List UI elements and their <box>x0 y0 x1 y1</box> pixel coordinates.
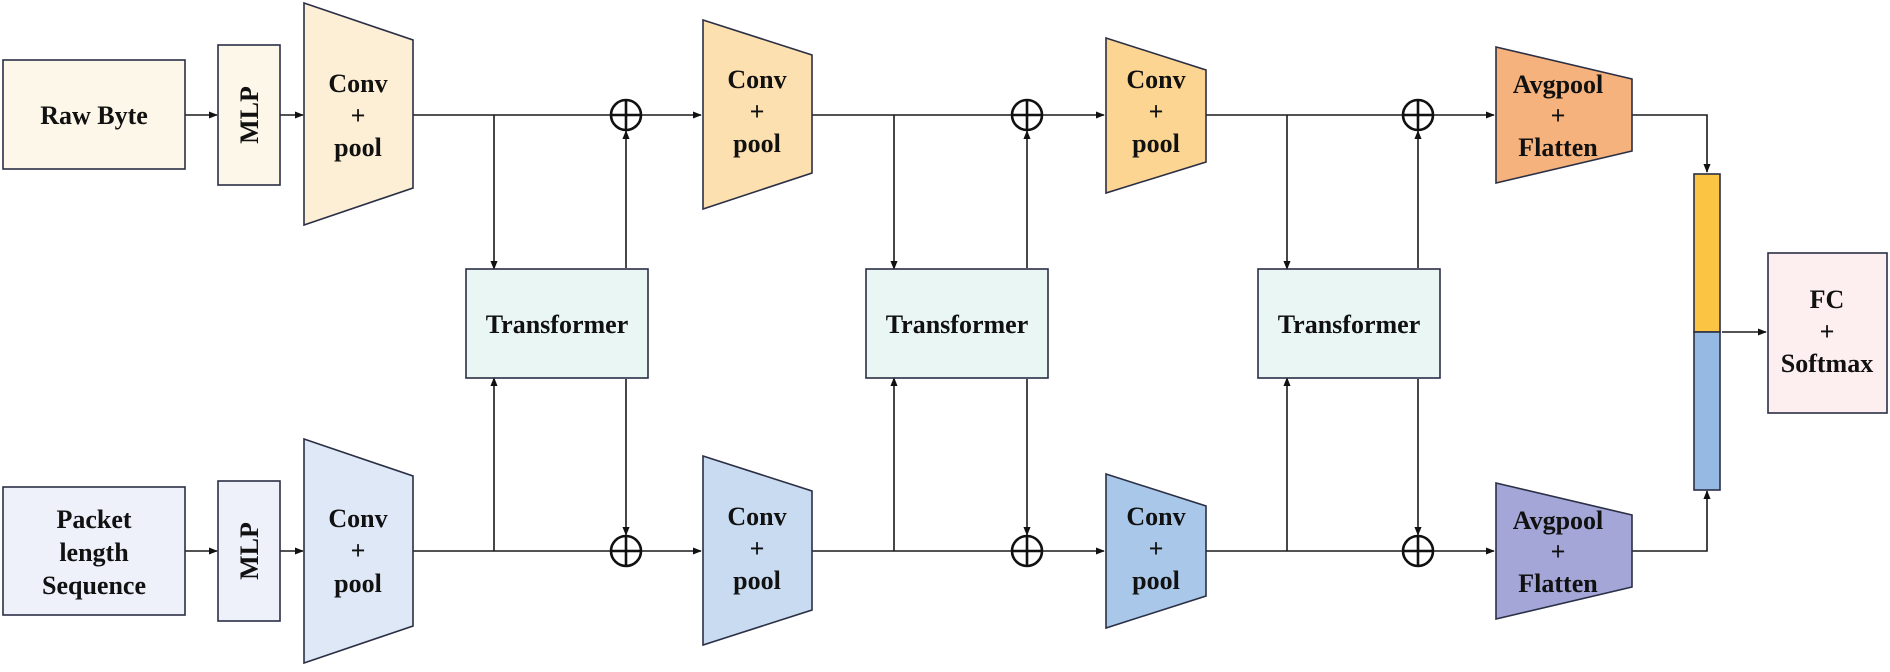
conv-pool-bottom-3: Conv + pool <box>1105 472 1207 630</box>
packet-label-line1: Packet <box>56 505 131 534</box>
concat-bottom-segment <box>1693 331 1721 491</box>
conv-pool-top-3: Conv + pool <box>1105 36 1207 195</box>
transformer-1: Transformer <box>465 268 649 379</box>
fc-label: FC <box>1810 285 1845 314</box>
edge-avgpool-concat-top <box>1632 114 1711 173</box>
pool-label: pool <box>1132 129 1180 158</box>
pool-label: pool <box>733 566 781 595</box>
pool-label: pool <box>733 129 781 158</box>
concat-bar <box>1693 173 1721 491</box>
plus-label: + <box>1551 101 1566 130</box>
transformer-label: Transformer <box>486 310 628 339</box>
transformer-label: Transformer <box>886 310 1028 339</box>
conv-pool-top-1: Conv + pool <box>303 1 414 227</box>
packet-label-line3: Sequence <box>42 571 146 600</box>
conv-label: Conv <box>328 69 387 98</box>
packet-label-line2: length <box>59 538 129 567</box>
pool-label: pool <box>334 133 382 162</box>
edge-avgpool-concat-bottom <box>1632 490 1711 552</box>
conv-pool-bottom-2: Conv + pool <box>702 454 813 647</box>
mlp-top-label: MLP <box>235 86 264 144</box>
raw-byte-label: Raw Byte <box>40 101 148 130</box>
transformer-2: Transformer <box>865 268 1049 379</box>
add-bottom-1 <box>609 534 643 568</box>
conv-label: Conv <box>328 504 387 533</box>
conv-pool-bottom-1: Conv + pool <box>303 437 414 665</box>
avgpool-label: Avgpool <box>1513 70 1604 99</box>
concat-top-segment <box>1693 173 1721 333</box>
plus-label: + <box>1149 534 1164 563</box>
raw-byte-node: Raw Byte <box>2 59 186 170</box>
plus-label: + <box>1820 317 1835 346</box>
mlp-bottom-node: MLP <box>217 480 281 622</box>
conv-pool-top-2: Conv + pool <box>702 18 813 211</box>
transformer-label: Transformer <box>1278 310 1420 339</box>
plus-label: + <box>750 97 765 126</box>
add-bottom-2 <box>1010 534 1044 568</box>
plus-label: + <box>750 534 765 563</box>
mlp-bottom-label: MLP <box>235 522 264 580</box>
plus-label: + <box>351 536 366 565</box>
add-bottom-3 <box>1401 534 1435 568</box>
flatten-label: Flatten <box>1518 569 1598 598</box>
add-top-1 <box>609 98 643 132</box>
conv-label: Conv <box>1126 65 1185 94</box>
plus-label: + <box>351 101 366 130</box>
add-top-2 <box>1010 98 1044 132</box>
conv-label: Conv <box>727 65 786 94</box>
flatten-label: Flatten <box>1518 133 1598 162</box>
packet-length-sequence-node: Packet length Sequence <box>2 486 186 616</box>
conv-label: Conv <box>727 502 786 531</box>
edges <box>185 111 1767 555</box>
add-top-3 <box>1401 98 1435 132</box>
mlp-top-node: MLP <box>217 44 281 186</box>
fc-softmax-node: FC + Softmax <box>1767 252 1888 414</box>
conv-label: Conv <box>1126 502 1185 531</box>
plus-label: + <box>1149 97 1164 126</box>
softmax-label: Softmax <box>1781 349 1873 378</box>
plus-label: + <box>1551 537 1566 566</box>
avgpool-flatten-top: Avgpool + Flatten <box>1495 45 1633 185</box>
avgpool-flatten-bottom: Avgpool + Flatten <box>1495 481 1633 621</box>
avgpool-label: Avgpool <box>1513 506 1604 535</box>
transformer-3: Transformer <box>1257 268 1441 379</box>
pool-label: pool <box>334 569 382 598</box>
pool-label: pool <box>1132 566 1180 595</box>
